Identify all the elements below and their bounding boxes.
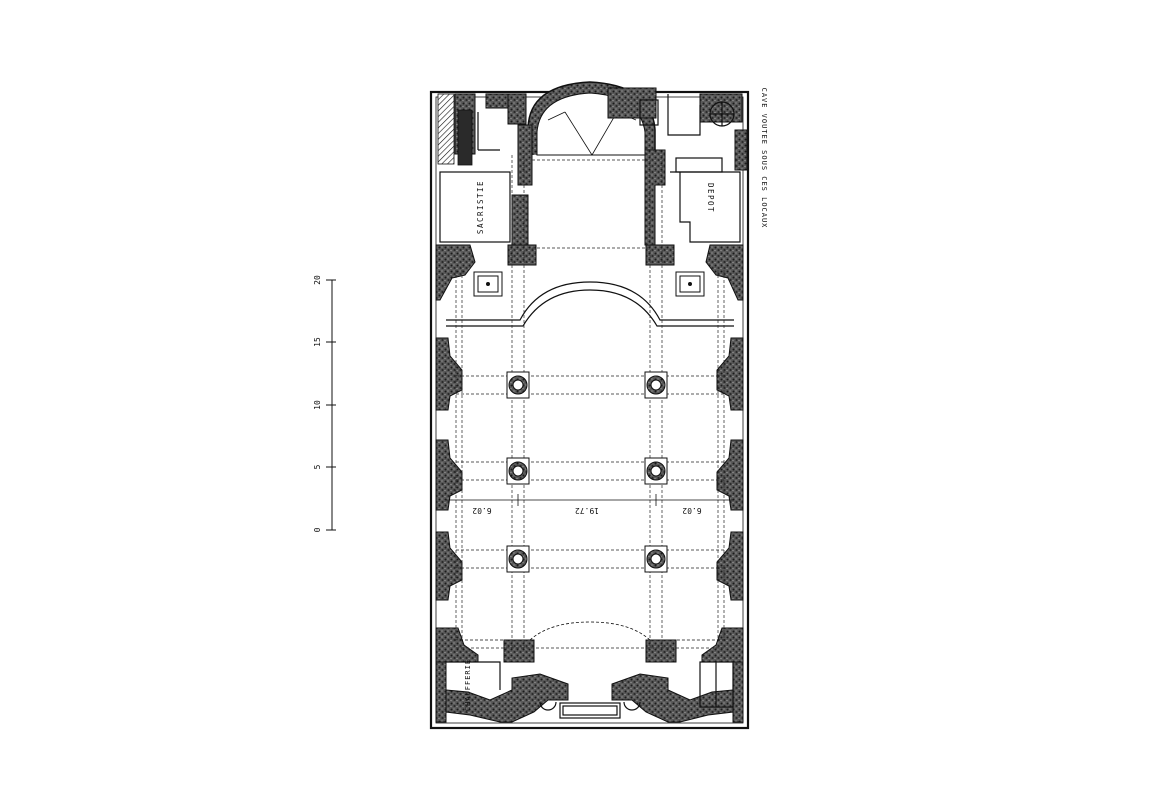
interior-room-lines xyxy=(439,94,741,719)
pilasters xyxy=(435,337,744,601)
dimension-right: 6.02 xyxy=(682,506,701,515)
staircase-hatch xyxy=(437,93,455,165)
vault-grid xyxy=(455,155,725,650)
scale-tick-label: 15 xyxy=(313,337,322,347)
column xyxy=(644,457,668,485)
dimension-left: 6.02 xyxy=(472,506,491,515)
column xyxy=(506,371,530,399)
wall-hatch xyxy=(457,109,473,166)
scale-tick-label: 20 xyxy=(313,275,322,285)
scale-tick-label: 5 xyxy=(313,464,322,469)
bottom-masonry xyxy=(435,627,744,723)
side-altars xyxy=(473,271,705,297)
column xyxy=(644,545,668,573)
dimension-center: 19.72 xyxy=(575,506,599,515)
column xyxy=(506,545,530,573)
scale-tick-label: 0 xyxy=(313,527,322,532)
choir-steps xyxy=(446,281,734,641)
room-label-chaufferie: CHAUFFERIE xyxy=(464,659,472,711)
column xyxy=(506,457,530,485)
scale-tick-label: 10 xyxy=(313,400,322,410)
columns xyxy=(506,371,668,573)
room-label-sacristie: SACRISTIE xyxy=(476,180,485,234)
scale-bar xyxy=(326,279,336,531)
room-label-depot: DEPOT xyxy=(706,183,715,213)
column xyxy=(644,371,668,399)
cellar-note: CAVE VOUTEE SOUS CES LOCAUX xyxy=(760,88,768,229)
dimension-line xyxy=(446,494,734,506)
